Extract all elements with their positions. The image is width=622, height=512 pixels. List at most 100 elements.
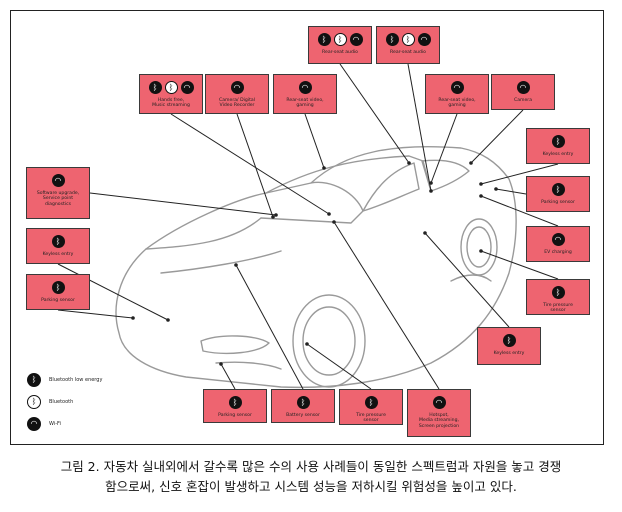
leader-line-keyless-entry-right (480, 163, 559, 185)
tag-label: Rear-seat video, gaming (286, 98, 324, 109)
car-diagram (57, 63, 559, 390)
wifi-icon: ◠ (298, 81, 312, 94)
tag-icons: ◠ (51, 174, 65, 187)
tag-parking-sensor-right: ᛒ Parking sensor (526, 176, 590, 212)
tag-icons: ◠ (551, 233, 565, 246)
leader-dot-parking-sensor-bottom (219, 362, 223, 366)
bluetooth-classic-icon: ᛒ (333, 33, 347, 46)
tag-icons: ᛒ (296, 396, 310, 409)
tag-icons: ᛒ (551, 183, 565, 196)
leader-dot-tire-pressure-right (479, 249, 483, 253)
tag-icons: ◠ (298, 81, 312, 94)
legend-label: Bluetooth (49, 399, 74, 405)
leader-line-keyless-entry-left (57, 263, 169, 321)
leader-dot-hotspot (332, 220, 336, 224)
tag-label: Keyless entry (493, 351, 525, 356)
leader-dot-keyless-entry-left (166, 318, 170, 322)
leader-line-hands-free (170, 113, 330, 215)
tag-label: Camera/ Digital Video Recorder (219, 98, 255, 109)
bluetooth-classic-icon: ᛒ (401, 33, 415, 46)
wifi-icon: ◠ (551, 233, 565, 246)
leader-line-ev-charging (480, 195, 559, 227)
tag-label: Parking sensor (218, 413, 252, 418)
tag-label: Software upgrade, Service point diagnost… (36, 191, 80, 207)
tag-parking-sensor-bottom: ᛒ Parking sensor (203, 389, 267, 423)
tag-label: EV charging (544, 250, 572, 255)
leader-line-parking-sensor-right (495, 188, 527, 195)
leader-line-camera-dvr (236, 113, 274, 218)
tag-label: Parking sensor (541, 200, 575, 205)
leader-dot-camera-dvr (271, 215, 275, 219)
tag-icons: ◠ (432, 396, 446, 409)
legend-label: Bluetooth low energy (49, 377, 103, 383)
tag-label: Hotspot, Media streaming, Screen project… (418, 413, 460, 429)
tag-camera-dvr: ◠ Camera/ Digital Video Recorder (205, 74, 269, 114)
leader-line-rear-seat-video-2 (430, 113, 458, 184)
leader-dot-rear-seat-audio-1 (407, 161, 411, 165)
tag-software-upgrade: ◠ Software upgrade, Service point diagnos… (26, 167, 90, 219)
leader-line-camera (470, 109, 524, 164)
wifi-icon: ◠ (180, 81, 194, 94)
tag-label: Rear-seat video, gaming (438, 98, 476, 109)
wifi-icon: ◠ (27, 417, 41, 431)
tag-rear-seat-video-2: ◠ Rear-seat video, gaming (425, 74, 489, 114)
tag-icons: ᛒ (551, 135, 565, 148)
tag-label: Keyless entry (42, 252, 74, 257)
wifi-icon: ◠ (51, 174, 65, 187)
figure-caption: 그림 2. 자동차 실내외에서 갈수록 많은 수의 사용 사례들이 동일한 스펙… (0, 457, 622, 497)
legend-item-ble: ᛒ Bluetooth low energy (27, 373, 102, 387)
tag-icons: ◠ (230, 81, 244, 94)
wifi-icon: ◠ (349, 33, 363, 46)
tag-icons: ᛒ (51, 235, 65, 248)
bluetooth-low-energy-icon: ᛒ (51, 235, 65, 248)
bluetooth-low-energy-icon: ᛒ (551, 286, 565, 299)
leader-line-rear-seat-audio-1 (339, 63, 410, 164)
leader-dot-rear-seat-video-2 (429, 181, 433, 185)
caption-line-1: 그림 2. 자동차 실내외에서 갈수록 많은 수의 사용 사례들이 동일한 스펙… (60, 459, 562, 474)
tag-label: Parking sensor (41, 298, 75, 303)
wifi-icon: ◠ (432, 396, 446, 409)
tag-label: Hands free, Music streaming (152, 98, 190, 109)
bluetooth-low-energy-icon: ᛒ (502, 334, 516, 347)
bluetooth-low-energy-icon: ᛒ (385, 33, 399, 46)
tag-icons: ◠ (516, 81, 530, 94)
leader-line-parking-sensor-bottom (220, 363, 236, 390)
leader-dot-keyless-entry-bottom (423, 231, 427, 235)
bluetooth-low-energy-icon: ᛒ (228, 396, 242, 409)
wifi-icon: ◠ (516, 81, 530, 94)
leader-dot-hands-free (327, 212, 331, 216)
tag-icons: ᛒ (502, 334, 516, 347)
bluetooth-low-energy-icon: ᛒ (51, 281, 65, 294)
leader-dot-parking-sensor-right (494, 187, 498, 191)
tag-hotspot: ◠ Hotspot, Media streaming, Screen projec… (407, 389, 471, 437)
legend-label: Wi-Fi (49, 421, 61, 427)
leader-dot-tire-pressure-bottom (305, 342, 309, 346)
bluetooth-low-energy-icon: ᛒ (27, 373, 41, 387)
caption-line-2: 함으로써, 신호 혼잡이 발생하고 시스템 성능을 저하시킬 위험성을 높이고 … (105, 479, 517, 494)
leader-dot-keyless-entry-right (479, 182, 483, 186)
bluetooth-low-energy-icon: ᛒ (148, 81, 162, 94)
leader-dot-rear-seat-audio-2 (429, 189, 433, 193)
leader-line-hotspot (333, 221, 440, 390)
bluetooth-low-energy-icon: ᛒ (551, 135, 565, 148)
legend-item-bluetooth: ᛒ Bluetooth (27, 395, 73, 409)
leader-line-keyless-entry-bottom (424, 232, 510, 328)
tag-label: Rear-seat audio (390, 50, 426, 55)
tag-icons: ◠ (450, 81, 464, 94)
tag-keyless-entry-bottom: ᛒ Keyless entry (477, 327, 541, 365)
leader-dot-rear-seat-video-1 (322, 166, 326, 170)
wifi-icon: ◠ (417, 33, 431, 46)
leader-line-parking-sensor-left (57, 309, 134, 319)
car-outline (115, 145, 517, 389)
leader-line-rear-seat-video-1 (304, 113, 325, 169)
tag-label: Camera (513, 98, 533, 103)
leader-line-tire-pressure-right (480, 250, 559, 280)
